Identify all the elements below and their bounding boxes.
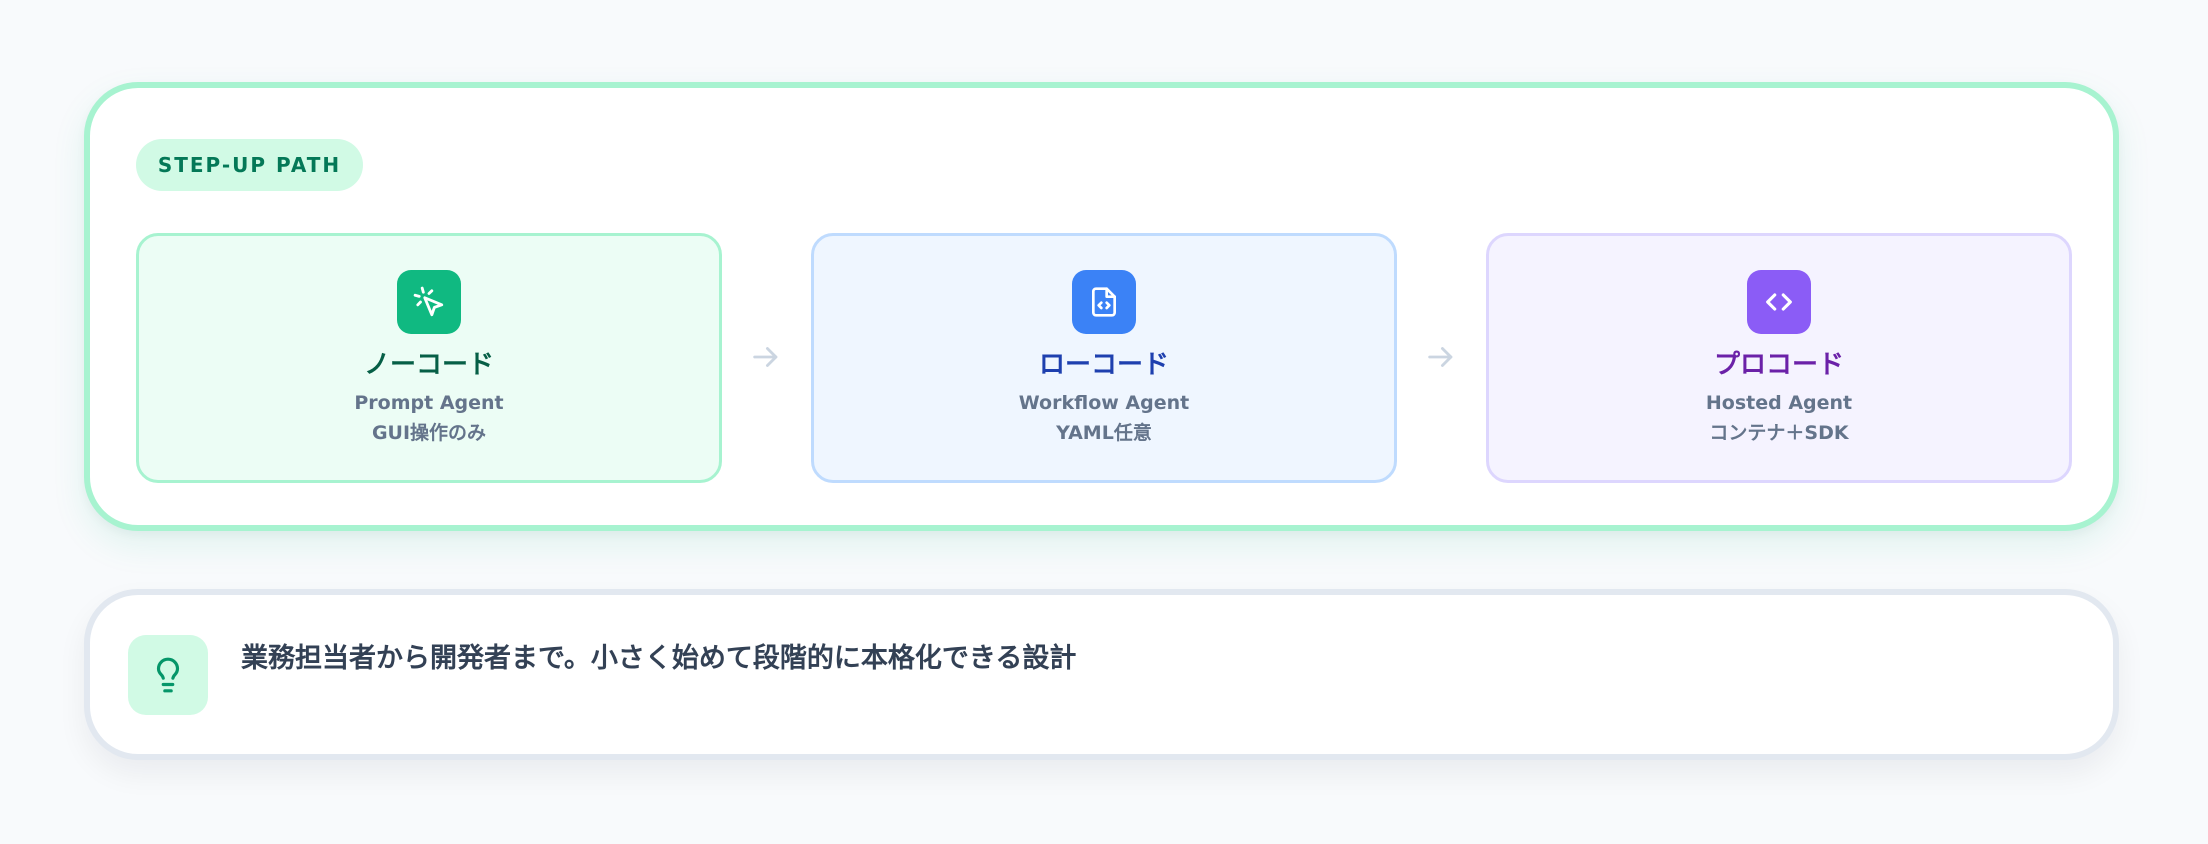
step-title: プロコード xyxy=(1713,350,1844,380)
lightbulb-icon xyxy=(128,635,208,715)
code-brackets-icon xyxy=(1747,270,1811,334)
step-card-pro-code: プロコード Hosted Agent コンテナ＋SDK xyxy=(1486,233,2072,483)
cursor-click-icon xyxy=(397,270,461,334)
file-code-icon xyxy=(1072,270,1136,334)
arrow-right-icon xyxy=(753,347,778,367)
arrow-right-icon xyxy=(1428,347,1453,367)
step-card-low-code: ローコード Workflow Agent YAML任意 xyxy=(811,233,1397,483)
step-agent-name: Hosted Agent xyxy=(1705,392,1853,414)
step-detail: YAML任意 xyxy=(1056,422,1152,444)
note-panel xyxy=(84,589,2119,760)
step-card-no-code: ノーコード Prompt Agent GUI操作のみ xyxy=(136,233,722,483)
step-title: ローコード xyxy=(1038,350,1169,380)
step-agent-name: Prompt Agent xyxy=(354,392,504,414)
step-agent-name: Workflow Agent xyxy=(1018,392,1190,414)
step-title: ノーコード xyxy=(363,350,494,380)
step-detail: GUI操作のみ xyxy=(371,422,487,444)
step-detail: コンテナ＋SDK xyxy=(1709,422,1849,444)
step-up-path-badge: STEP-UP PATH xyxy=(136,139,363,191)
note-text: 業務担当者から開発者まで。小さく始めて段階的に本格化できる設計 xyxy=(241,643,1077,674)
